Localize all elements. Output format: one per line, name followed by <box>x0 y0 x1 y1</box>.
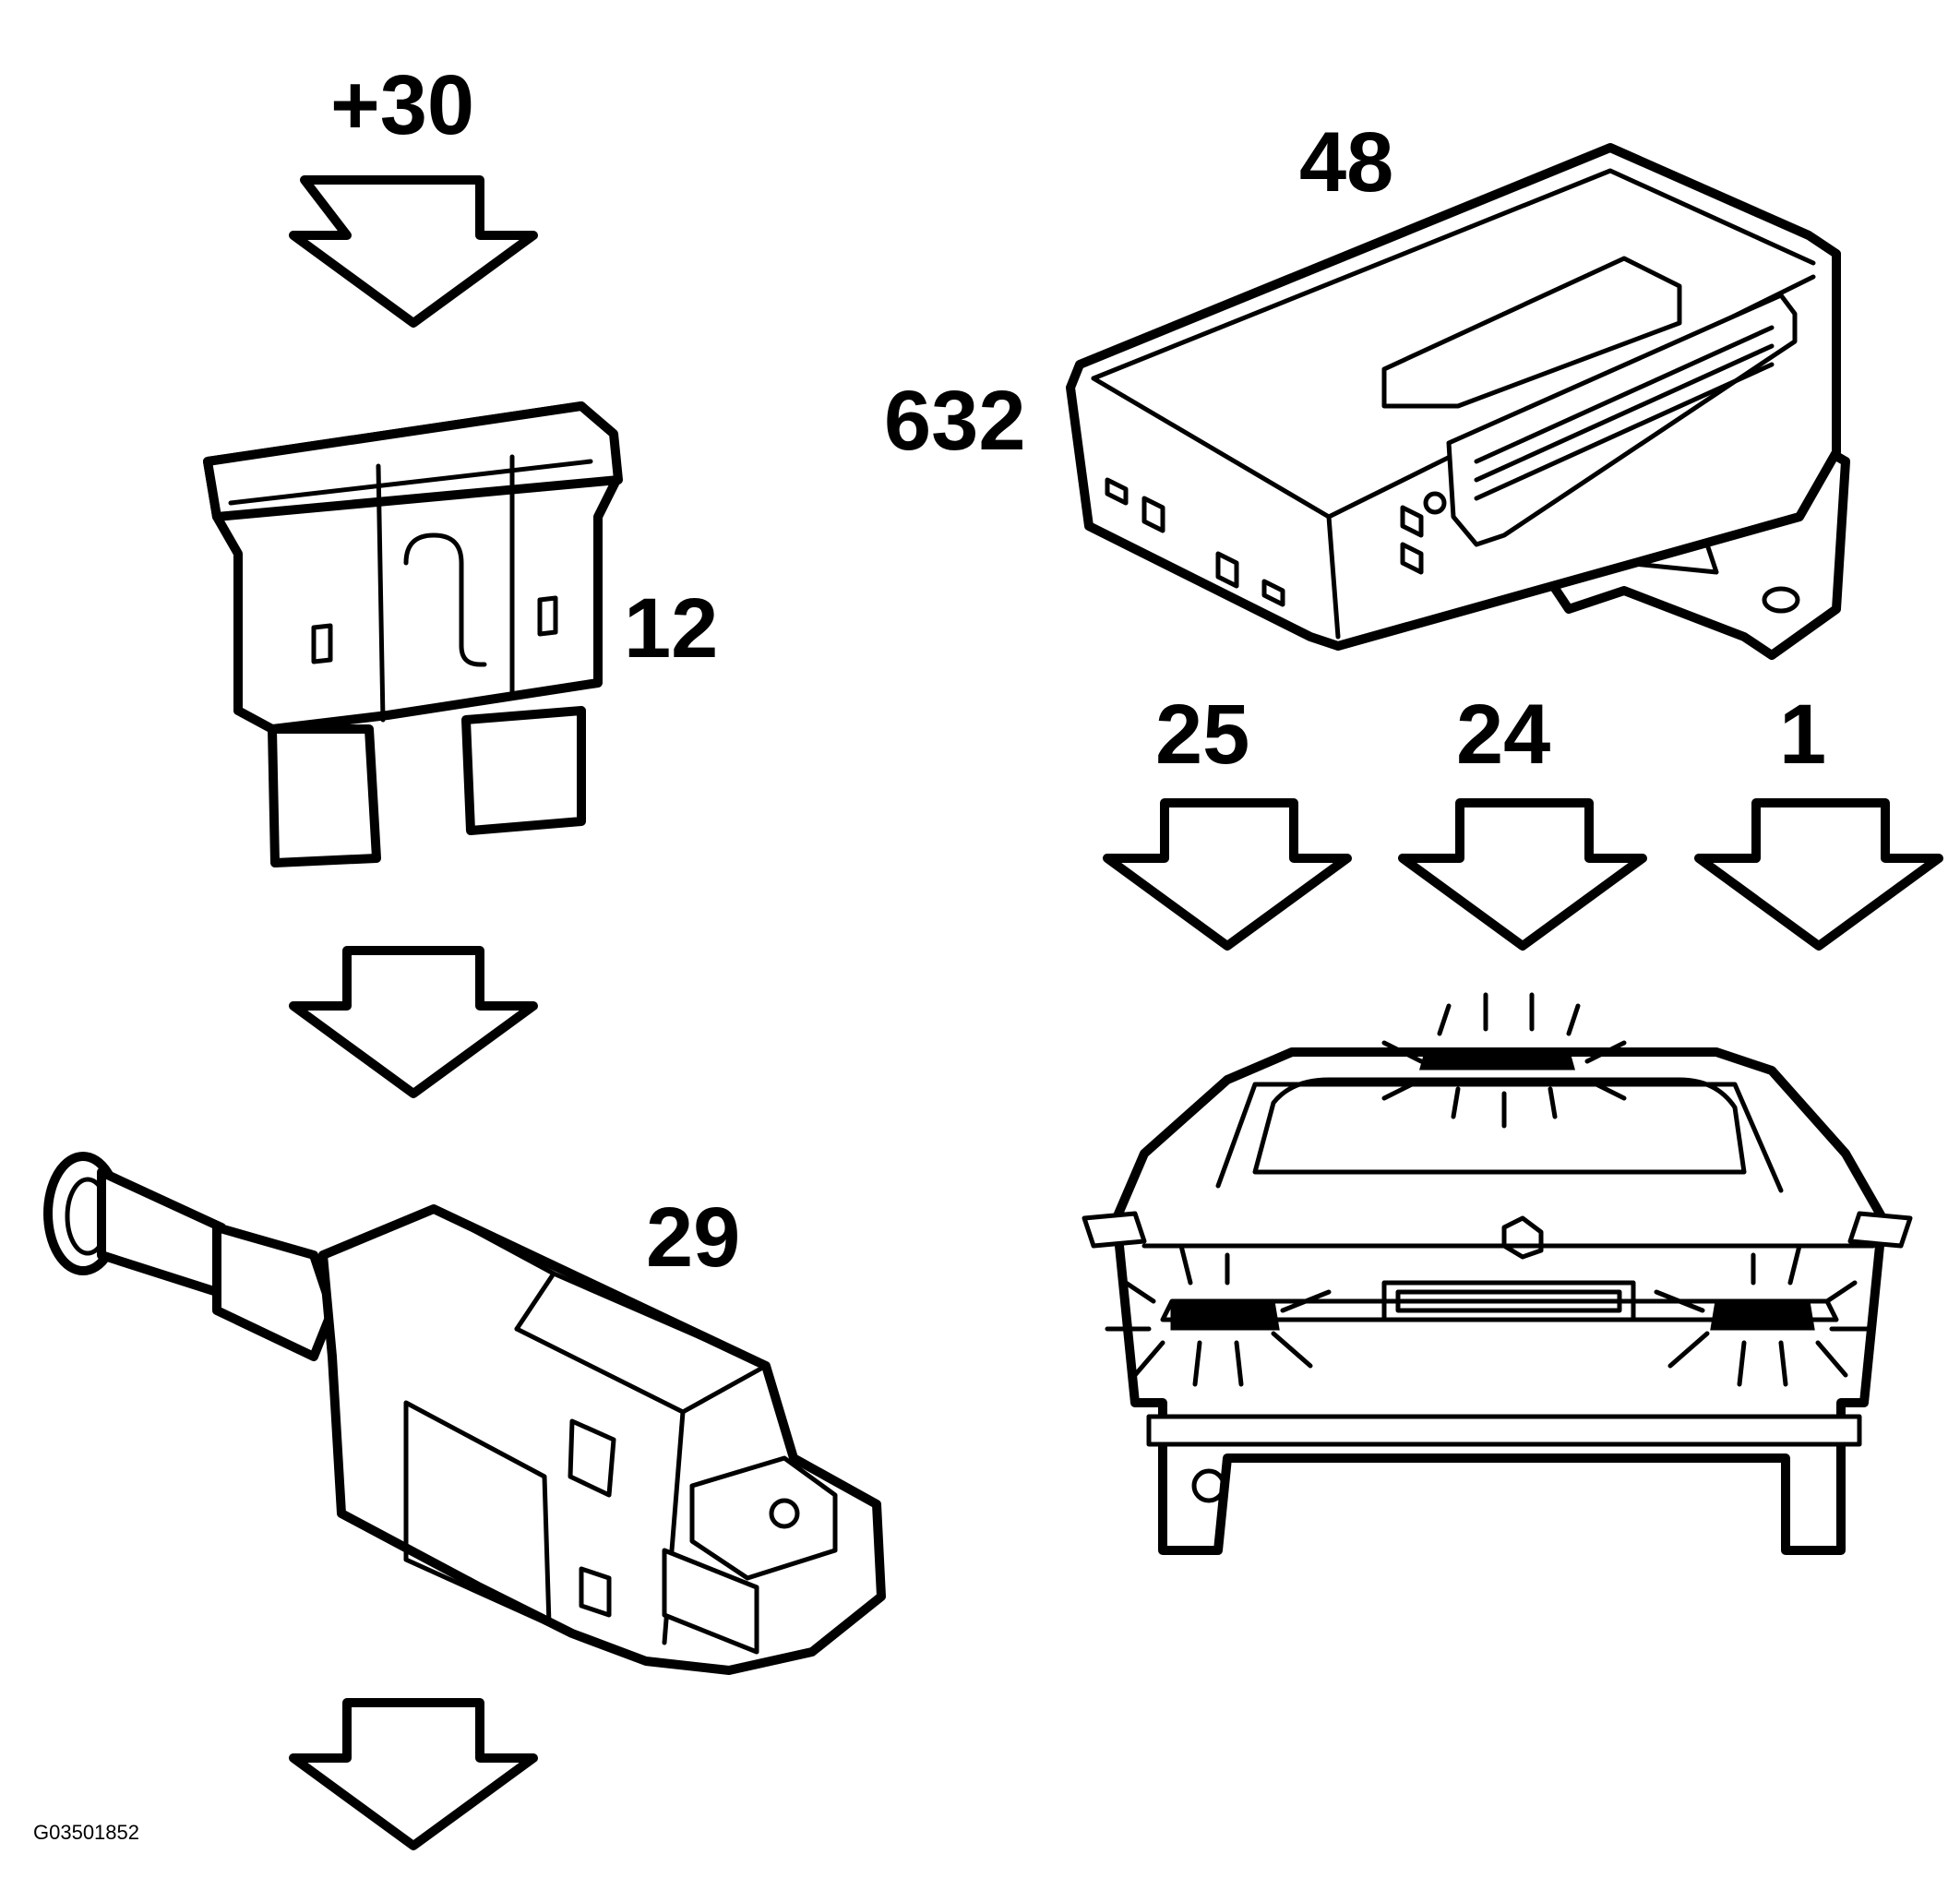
label-pin-24: 24 <box>1456 688 1551 782</box>
brake-light-switch-icon <box>43 1152 886 1675</box>
car-rear-brake-lights-icon <box>1082 992 1913 1555</box>
label-pin-25: 25 <box>1155 688 1250 782</box>
label-supply-30: +30 <box>330 58 475 152</box>
label-module-48: 48 <box>1299 115 1394 209</box>
down-arrow-icon <box>1398 798 1647 951</box>
label-connector-632: 632 <box>884 374 1026 468</box>
down-arrow-icon <box>289 175 538 328</box>
label-pin-1: 1 <box>1779 688 1827 782</box>
control-module-icon <box>1066 143 1850 660</box>
label-switch-29: 29 <box>646 1190 741 1285</box>
figure-id: G03501852 <box>33 1821 139 1844</box>
down-arrow-icon <box>1694 798 1943 951</box>
down-arrow-icon <box>289 946 538 1098</box>
blade-fuse-icon <box>203 401 623 867</box>
down-arrow-icon <box>1103 798 1352 951</box>
label-fuse-12: 12 <box>624 581 719 676</box>
down-arrow-icon <box>289 1698 538 1850</box>
